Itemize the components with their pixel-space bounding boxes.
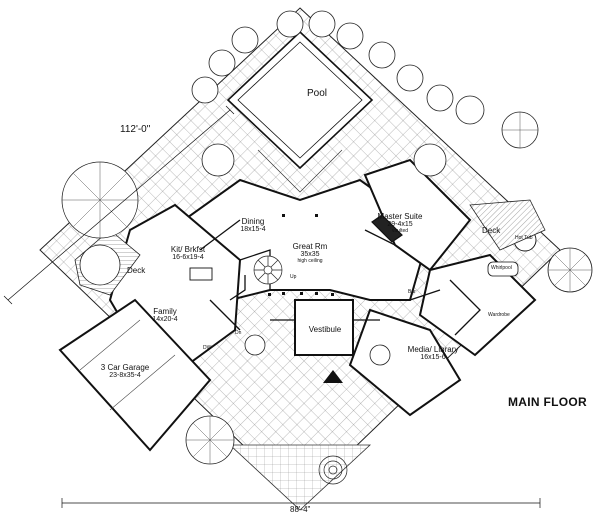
deck-left-label: Deck xyxy=(127,266,146,275)
bar-label: Bar xyxy=(408,289,416,295)
room-name: Media/ Library xyxy=(407,345,459,354)
dw-label: DW xyxy=(203,345,212,351)
room-name: Family xyxy=(153,307,177,316)
hot-tub-label: Hot Tub xyxy=(515,235,533,241)
tree xyxy=(426,84,454,112)
room-dims: 29-4x15 xyxy=(387,221,413,228)
tree-spokes xyxy=(62,112,592,464)
tree xyxy=(231,26,259,54)
room-dims: 16-6x19-4 xyxy=(172,254,204,261)
garage-details xyxy=(79,319,176,411)
room-name: Great Rm xyxy=(292,242,328,251)
room-note: high ceiling xyxy=(297,258,323,264)
wardrobe-label: Wardrobe xyxy=(488,312,510,318)
tree xyxy=(201,143,235,177)
tree xyxy=(455,95,485,125)
fountain xyxy=(318,455,348,485)
dn-label: Dn xyxy=(235,330,242,336)
interior-walls xyxy=(199,219,481,336)
room-dims: 16x15-6 xyxy=(420,354,446,361)
room-dims: 23-8x35-4 xyxy=(109,372,141,379)
room-family: Family 14x20-4 xyxy=(140,307,190,323)
room-great-rm: Great Rm 35x35 high ceiling xyxy=(280,242,340,264)
tree xyxy=(369,344,391,366)
tree xyxy=(336,22,364,50)
room-name: 3 Car Garage xyxy=(100,363,150,372)
entry-arrow-icon xyxy=(323,370,343,383)
tree xyxy=(191,76,219,104)
room-dims: 35x35 xyxy=(300,251,320,258)
room-master-suite: Master Suite 29-4x15 vaulted xyxy=(370,212,430,234)
dimension-line-diagonal xyxy=(3,105,235,305)
house-walls xyxy=(58,158,537,452)
room-note: vaulted xyxy=(391,228,409,234)
room-dims: 18x15-4 xyxy=(240,226,266,233)
room-vestibule: Vestibule xyxy=(296,325,354,334)
spiral-stair xyxy=(253,255,283,285)
deck-right xyxy=(469,199,546,251)
tree xyxy=(396,64,424,92)
kitchen-island xyxy=(189,267,213,281)
pool xyxy=(226,30,374,193)
tree xyxy=(208,49,236,77)
tree xyxy=(79,244,121,286)
tree xyxy=(276,10,304,38)
tree xyxy=(413,143,447,177)
room-name: Dining xyxy=(241,217,265,226)
room-name: Vestibule xyxy=(308,325,342,334)
room-name: Master Suite xyxy=(377,212,423,221)
deck-right-label: Deck xyxy=(482,226,501,235)
room-media-library: Media/ Library 16x15-6 xyxy=(400,345,466,361)
overall-width-dimension: 112'-0" xyxy=(120,124,151,135)
whirlpool-label: Whirlpool xyxy=(491,265,512,271)
plan-title: MAIN FLOOR xyxy=(508,395,587,409)
fireplace xyxy=(371,214,403,243)
room-kitchen: Kit/ Brkfst 16-6x19-4 xyxy=(160,245,216,261)
room-name: Kit/ Brkfst xyxy=(170,245,206,254)
room-garage: 3 Car Garage 23-8x35-4 xyxy=(90,363,160,379)
up-label: Up xyxy=(290,274,297,280)
tree xyxy=(308,10,336,38)
room-dining: Dining 18x15-4 xyxy=(228,217,278,233)
dimension-line-bottom xyxy=(61,498,541,508)
pool-label: Pool xyxy=(307,88,328,99)
tree xyxy=(368,41,396,69)
tree xyxy=(244,334,266,356)
room-dims: 14x20-4 xyxy=(152,316,178,323)
great-room-columns xyxy=(268,214,334,296)
whirlpool xyxy=(487,261,519,277)
overall-depth-dimension: 88'-4" xyxy=(290,505,311,514)
